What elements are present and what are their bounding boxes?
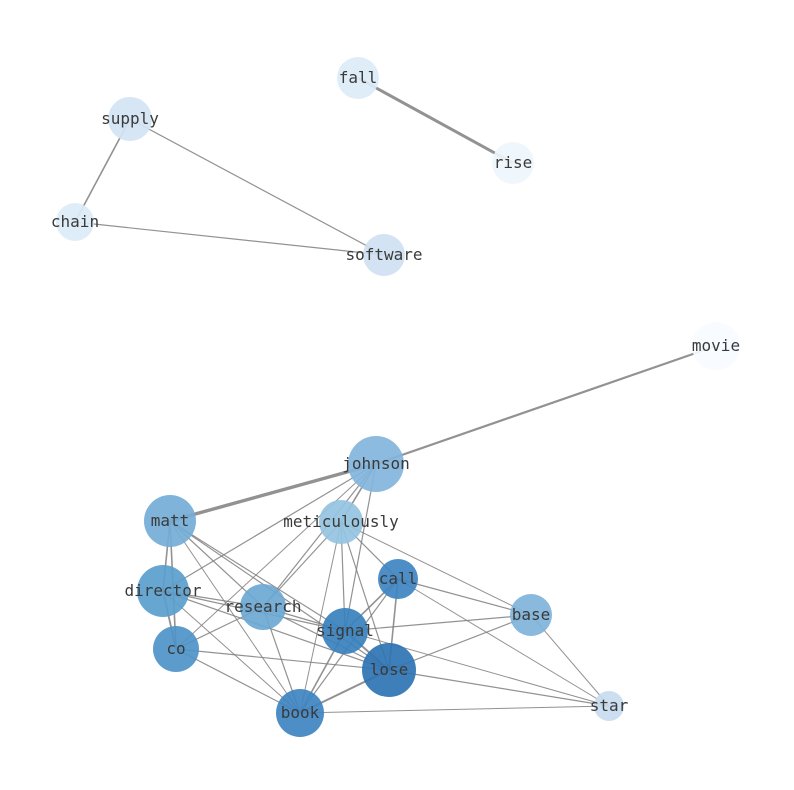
node-label-fall: fall	[339, 68, 378, 87]
node-label-software: software	[345, 245, 422, 264]
node-label-research: research	[224, 597, 301, 616]
node-director	[137, 565, 189, 617]
node-label-director: director	[124, 581, 201, 600]
node-rise	[492, 142, 534, 184]
edge-call-base	[397, 578, 532, 616]
node-label-star: star	[590, 696, 629, 715]
edge-johnson-co	[175, 463, 377, 650]
edge-director-book	[162, 590, 301, 714]
node-label-signal: signal	[316, 621, 374, 640]
edge-meticulously-base	[340, 521, 532, 616]
node-label-movie: movie	[692, 336, 740, 355]
node-software	[363, 234, 405, 276]
node-label-call: call	[379, 569, 418, 588]
node-signal	[322, 608, 368, 654]
node-matt	[144, 495, 196, 547]
edge-meticulously-book	[299, 521, 342, 714]
edge-johnson-research	[262, 463, 377, 608]
node-label-johnson: johnson	[342, 454, 409, 473]
node-supply	[108, 97, 152, 141]
edge-call-star	[397, 578, 610, 707]
edge-matt-signal	[169, 520, 346, 632]
node-movie	[692, 322, 740, 370]
edge-director-lose	[162, 590, 390, 671]
node-label-book: book	[281, 703, 320, 722]
node-label-co: co	[166, 639, 185, 658]
edge-movie-johnson	[375, 344, 717, 466]
edge-johnson-signal	[344, 463, 377, 632]
node-meticulously	[319, 500, 363, 544]
node-label-base: base	[512, 605, 551, 624]
edge-chain-software	[74, 221, 385, 256]
edge-signal-base	[344, 614, 532, 632]
node-chain	[56, 203, 94, 241]
edge-johnson-matt	[169, 462, 377, 523]
node-johnson	[348, 436, 404, 492]
node-label-meticulously: meticulously	[283, 512, 399, 531]
node-label-supply: supply	[101, 109, 159, 128]
node-label-matt: matt	[151, 511, 190, 530]
node-research	[240, 584, 286, 630]
node-star	[594, 691, 624, 721]
edge-supply-software	[129, 118, 385, 256]
node-fall	[337, 57, 379, 99]
edge-matt-book	[169, 520, 301, 714]
node-label-chain: chain	[51, 212, 99, 231]
node-co	[153, 626, 199, 672]
node-lose	[362, 643, 416, 697]
edge-co-lose	[175, 648, 390, 671]
node-label-rise: rise	[494, 153, 533, 172]
edge-book-star	[299, 705, 610, 714]
edge-lose-star	[388, 669, 610, 707]
node-book	[276, 689, 324, 737]
edge-johnson-director	[162, 463, 377, 592]
node-base	[510, 594, 552, 636]
node-call	[378, 559, 418, 599]
edge-fall-rise	[357, 76, 514, 165]
node-label-lose: lose	[370, 660, 409, 679]
